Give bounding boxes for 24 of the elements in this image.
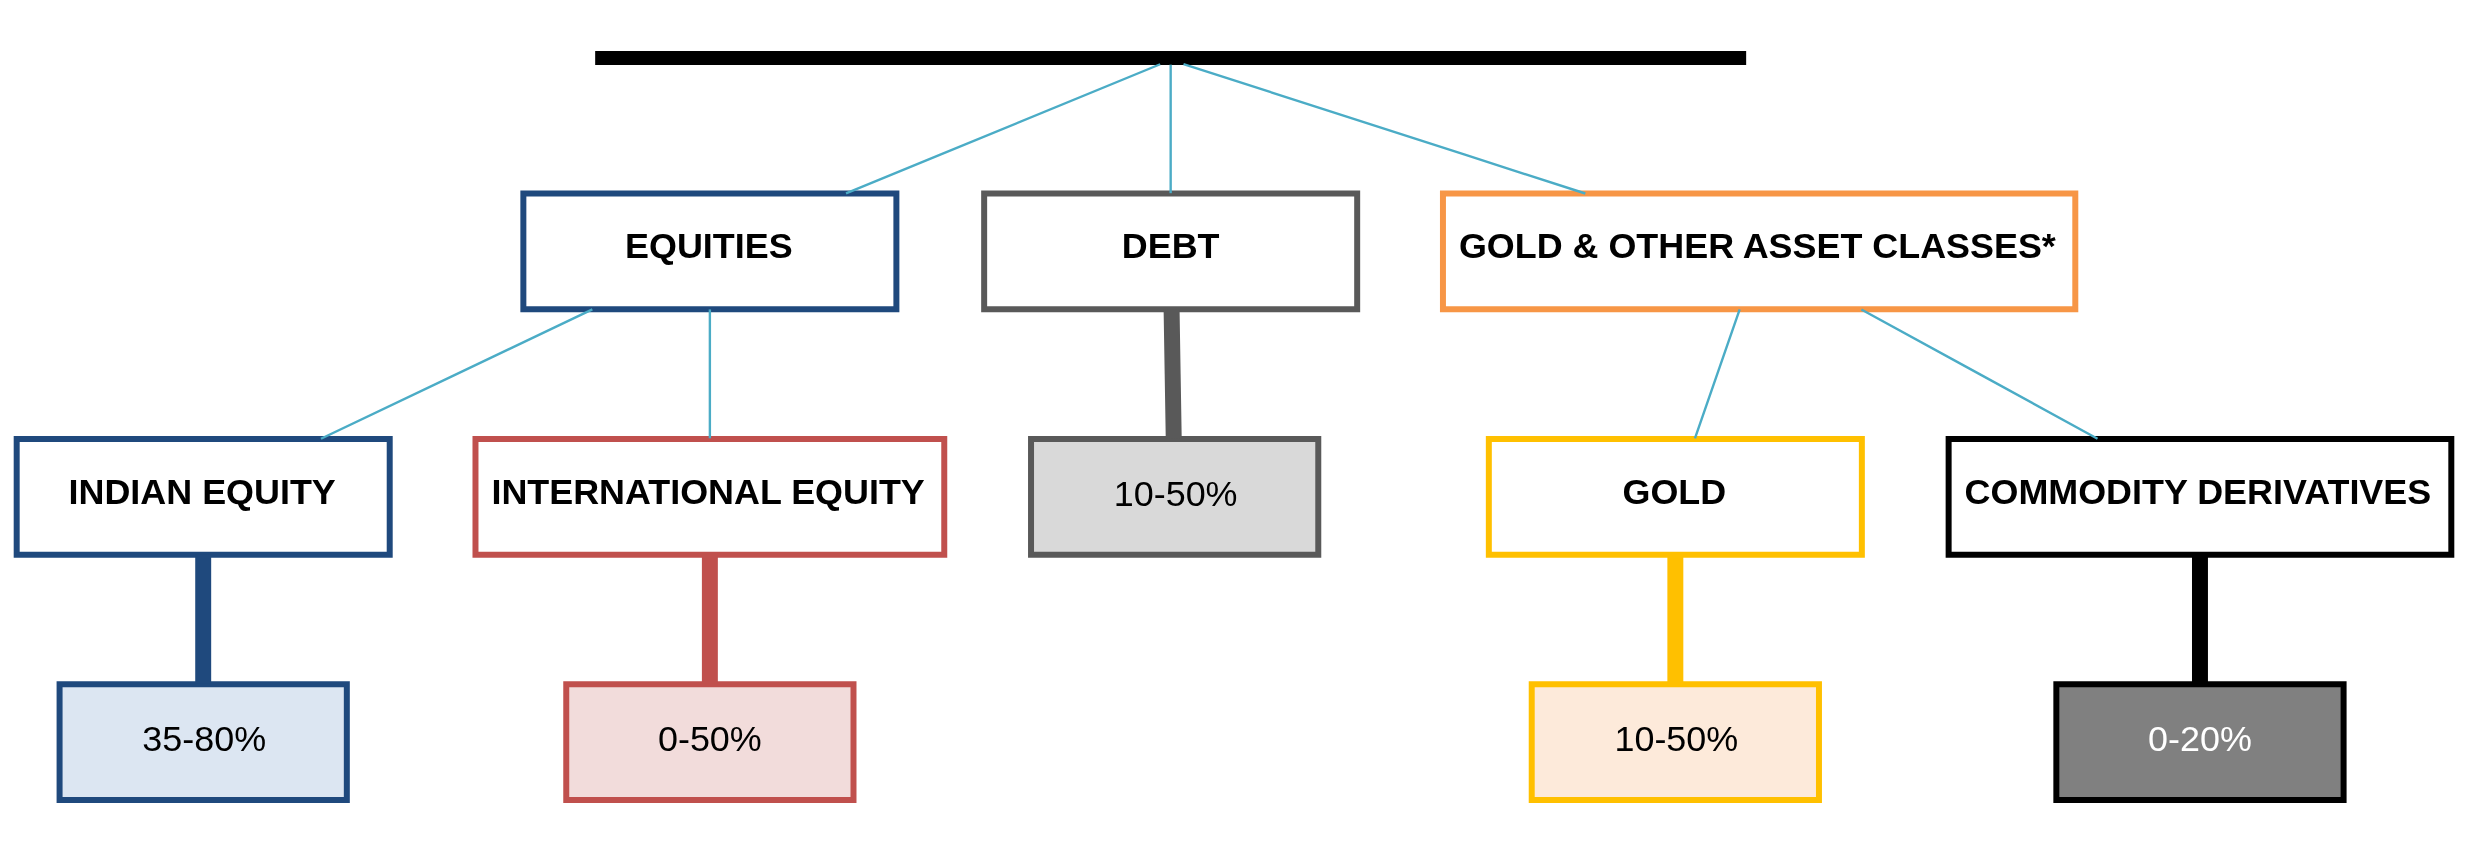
connector <box>1667 554 1684 684</box>
connector <box>701 554 718 684</box>
node-box: GOLD & OTHER ASSET CLASSES* <box>1439 190 2079 312</box>
node-bar <box>595 50 1747 65</box>
node-box: 0-20% <box>2053 680 2347 803</box>
connector <box>195 554 212 684</box>
node-box: 10-50% <box>1028 435 1322 558</box>
connector <box>1860 307 2099 440</box>
node-box: 0-50% <box>563 680 857 803</box>
node-box: GOLD <box>1485 435 1865 558</box>
node-box: 10-50% <box>1528 680 1822 803</box>
connector <box>2192 554 2208 684</box>
connector <box>845 62 1161 195</box>
node-box: DEBT <box>981 190 1361 312</box>
connector <box>708 308 712 438</box>
connector <box>1169 64 1172 193</box>
connector <box>1693 308 1741 439</box>
node-box: 35-80% <box>56 680 350 803</box>
connector <box>1183 62 1586 195</box>
connector <box>320 307 593 440</box>
node-box: INDIAN EQUITY <box>13 435 393 558</box>
node-box: EQUITIES <box>520 190 900 312</box>
node-box: COMMODITY DERIVATIVES <box>1945 435 2455 558</box>
node-box: INTERNATIONAL EQUITY <box>472 435 948 558</box>
